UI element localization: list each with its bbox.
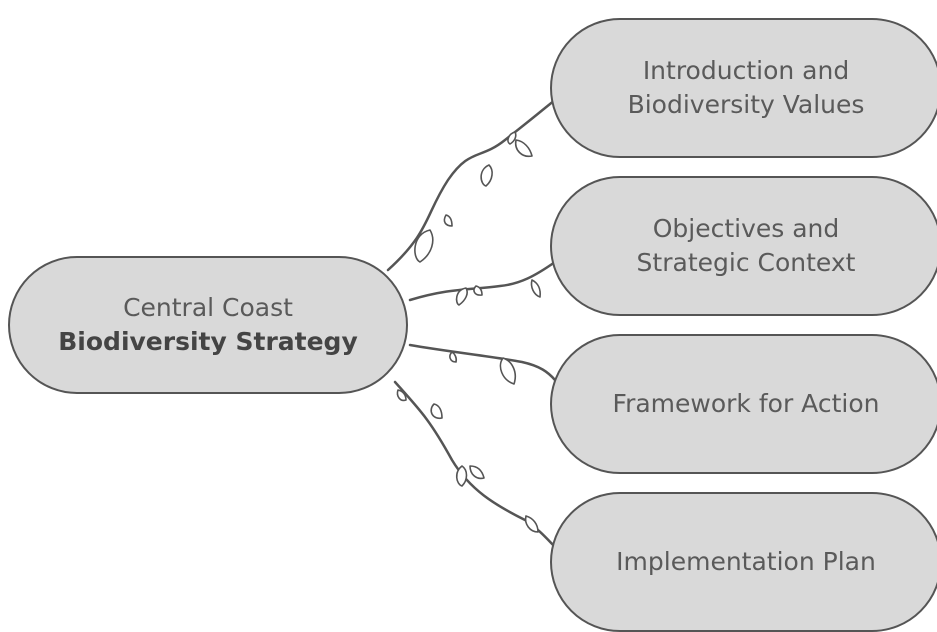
branch-label-line2: Biodiversity Values — [627, 90, 865, 119]
leaf-icon — [530, 279, 541, 298]
branch-label-line1: Introduction and — [642, 56, 850, 85]
central-topic-line1: Central Coast — [123, 293, 293, 322]
leaf-icon — [414, 229, 434, 263]
central-topic-node: Central Coast Biodiversity Strategy — [8, 256, 408, 394]
branch-label-line1: Implementation Plan — [616, 547, 876, 576]
leaf-icon — [455, 465, 468, 487]
branch-node-framework: Framework for Action — [550, 334, 937, 474]
leaf-icon — [430, 403, 443, 420]
vine-connector-2 — [408, 260, 557, 302]
branch-label-line1: Objectives and — [652, 214, 840, 243]
leaf-icon — [443, 214, 453, 227]
vine-connector-1 — [386, 98, 557, 272]
vine-connector-3 — [408, 343, 557, 382]
central-topic-line2: Biodiversity Strategy — [58, 327, 358, 356]
branch-node-implementation: Implementation Plan — [550, 492, 937, 632]
leaf-icon — [507, 131, 517, 145]
leaf-icon — [499, 357, 517, 385]
branch-node-objectives: Objectives and Strategic Context — [550, 176, 937, 316]
leaf-icon — [469, 465, 485, 480]
leaf-icon — [524, 515, 539, 533]
branch-label-line2: Strategic Context — [636, 248, 856, 277]
leaf-icon — [396, 389, 407, 402]
leaf-icon — [455, 287, 468, 306]
leaf-icon — [480, 164, 493, 187]
branch-node-introduction: Introduction and Biodiversity Values — [550, 18, 937, 158]
leaf-icon — [473, 285, 483, 296]
branch-label-line1: Framework for Action — [612, 389, 880, 418]
vine-connector-4 — [393, 380, 560, 552]
leaf-icon — [514, 139, 533, 158]
leaf-icon — [449, 351, 458, 363]
